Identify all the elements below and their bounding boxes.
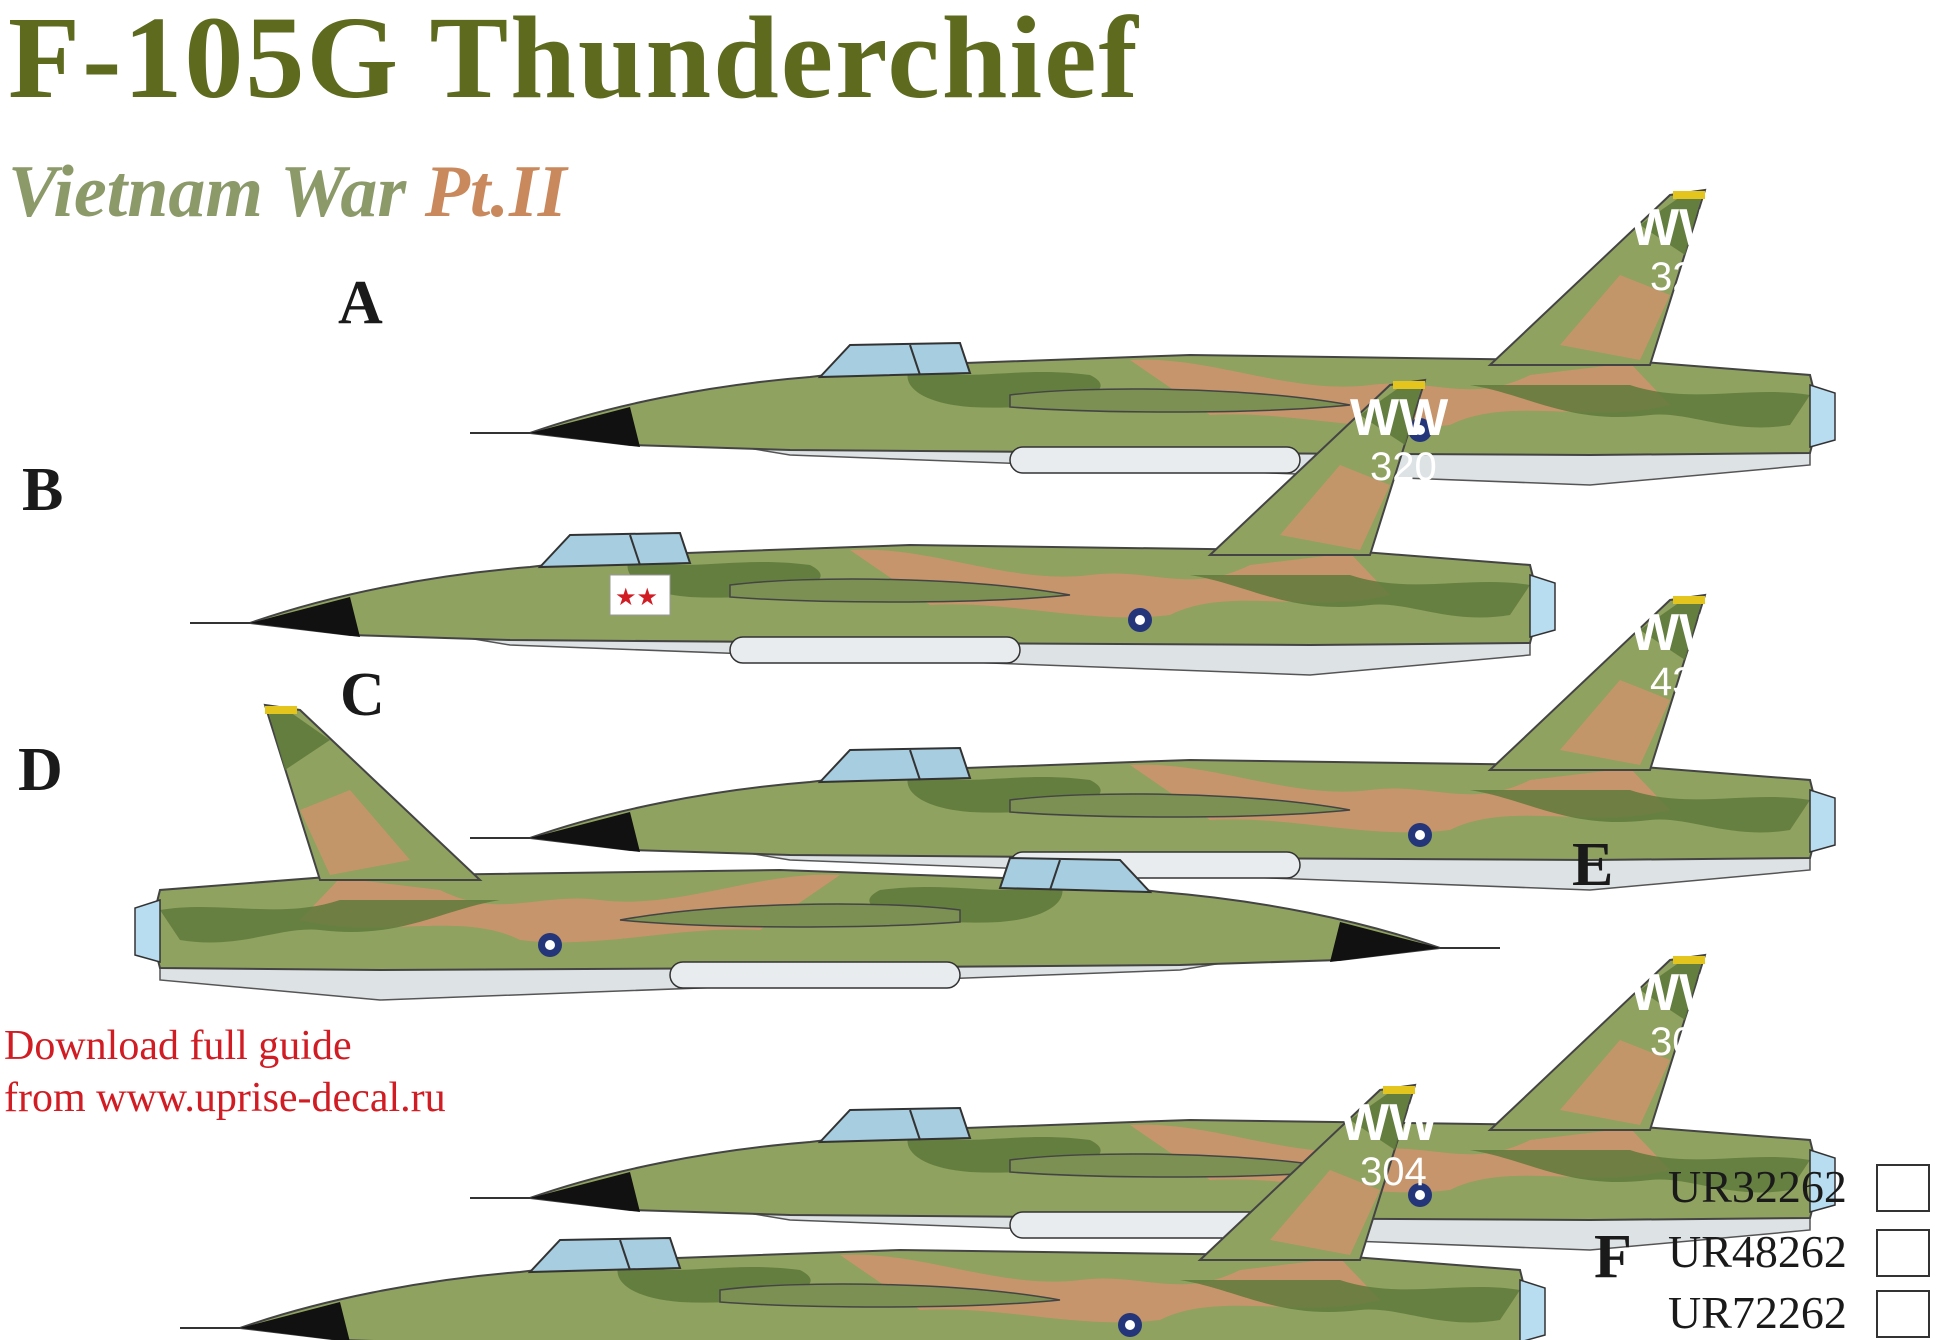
profile-a-tail-code: WW	[1630, 199, 1729, 257]
profile-letter-c: C	[340, 661, 385, 729]
profile-b-aircraft: WW 320 ★★	[189, 379, 1556, 676]
profile-e-serial: 304	[1650, 1020, 1717, 1064]
guide-line-2: from www.uprise-decal.ru	[4, 1075, 446, 1121]
profile-f-serial: 304	[1360, 1150, 1427, 1194]
product-code-1-checkbox[interactable]	[1876, 1164, 1930, 1212]
profile-d-serial: 439	[190, 770, 257, 814]
profile-letter-f: F	[1594, 1223, 1632, 1291]
download-guide: Download full guide from www.uprise-deca…	[4, 1020, 446, 1124]
profile-a-serial: 321	[1650, 255, 1717, 299]
product-code-2-checkbox[interactable]	[1876, 1229, 1930, 1277]
profile-c-serial: 434	[1650, 660, 1717, 704]
profile-d-tail-code: MD	[160, 714, 241, 772]
profile-f-aircraft: WW 304	[179, 1084, 1546, 1340]
profile-letter-b: B	[22, 456, 64, 524]
guide-line-1: Download full guide	[4, 1023, 352, 1069]
profile-e-aircraft: WW 304	[469, 954, 1836, 1251]
profile-f-tail-code: WW	[1340, 1094, 1439, 1152]
subtitle-part2: Pt.II	[424, 151, 567, 233]
profile-letter-d: D	[18, 736, 63, 804]
product-code-3-checkbox[interactable]	[1876, 1290, 1930, 1338]
product-code-3: UR72262	[1668, 1287, 1847, 1338]
page-subtitle: Vietnam War Pt.II	[8, 150, 567, 235]
profile-a-aircraft: WW 321	[469, 189, 1836, 486]
profile-b-tail-code: WW	[1350, 389, 1449, 447]
profile-b-serial: 320	[1370, 445, 1437, 489]
profile-c-aircraft: WW 434	[469, 594, 1836, 891]
profile-d-aircraft: MD 439	[134, 704, 1501, 1001]
profile-letter-a: A	[338, 269, 383, 337]
svg-text:★★: ★★	[615, 585, 658, 611]
profile-e-tail-code: WW	[1630, 964, 1729, 1022]
product-code-1: UR32262	[1668, 1161, 1847, 1212]
product-code-2: UR48262	[1668, 1226, 1847, 1277]
profile-c-tail-code: WW	[1630, 604, 1729, 662]
subtitle-part1: Vietnam War	[8, 151, 407, 233]
page-title: F-105G Thunderchief	[8, 0, 1140, 123]
profile-letter-e: E	[1572, 831, 1614, 899]
